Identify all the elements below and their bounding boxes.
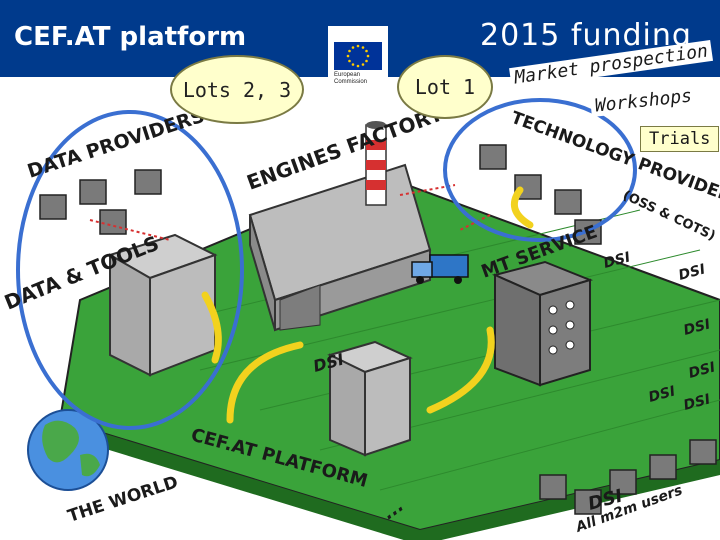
dsi-label: DSI [682, 391, 712, 413]
dsi-label: DSI [687, 359, 717, 381]
cube-group [39, 144, 717, 515]
chimney-icon [365, 121, 387, 206]
trials-text: Trials [649, 129, 711, 149]
platform-edge [60, 420, 720, 540]
central-server [327, 340, 413, 457]
lots-23-bubble: Lots 2, 3 [170, 55, 304, 124]
truck-icon [411, 254, 469, 284]
logo-text-line-2: Commission [334, 79, 368, 85]
dsi-label: DSI [602, 249, 632, 271]
lot-1-circle [443, 98, 637, 242]
mt-service-block [491, 260, 594, 387]
data-providers-label: DATA PROVIDERS [25, 105, 208, 183]
dsi-label: DSI [677, 261, 707, 283]
dsi-label: DSI [682, 316, 712, 338]
server-icon [107, 233, 218, 377]
eu-logo-text: European Commission [334, 72, 367, 86]
eu-flag-icon [334, 42, 382, 70]
lot-1-text: Lot 1 [414, 75, 476, 99]
lot-1-bubble: Lot 1 [397, 55, 493, 119]
globe-icon [27, 409, 109, 491]
trials-note: Trials [640, 126, 720, 152]
flow-arrows [201, 186, 534, 424]
lots-23-circle [16, 110, 244, 430]
red-arrows [89, 184, 491, 241]
logo-text-line-1: European [334, 72, 361, 78]
dsi-label: DSI [647, 383, 677, 405]
page-title: CEF.AT platform [14, 22, 247, 52]
lots-23-text: Lots 2, 3 [182, 77, 292, 102]
